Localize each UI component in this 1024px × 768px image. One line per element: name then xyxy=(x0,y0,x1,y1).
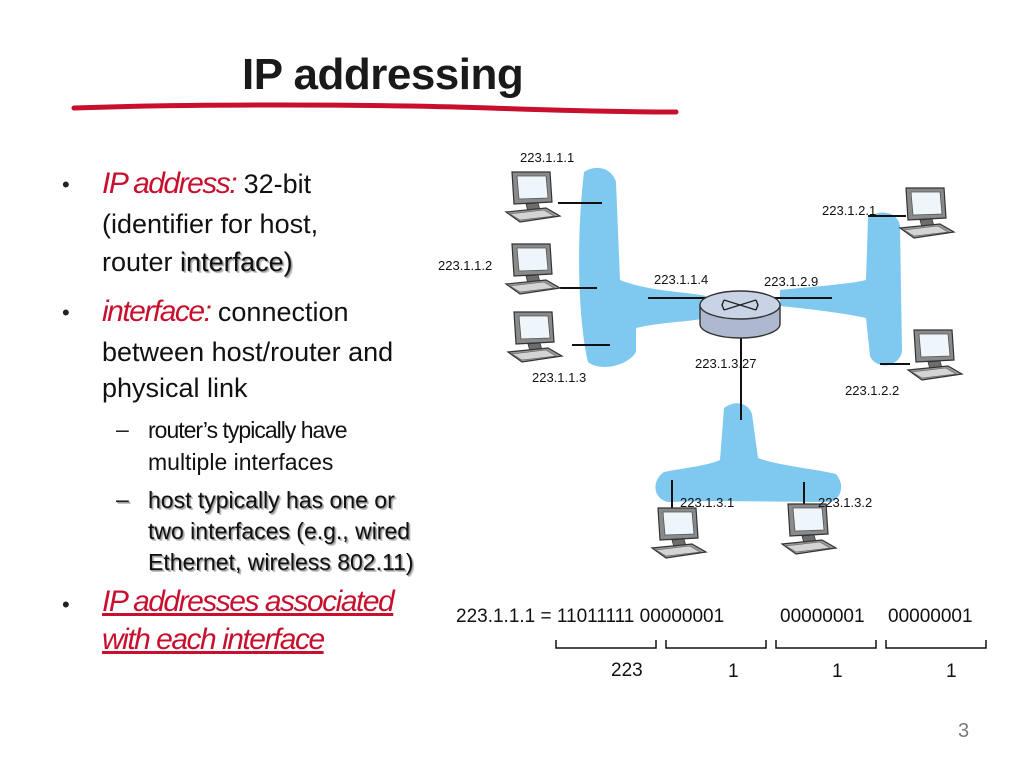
bullet1-line3: router interface) xyxy=(102,244,293,280)
bracket-octet-3 xyxy=(775,640,877,649)
bullet-dot: • xyxy=(62,172,70,197)
bullet2-text: connection xyxy=(210,297,349,327)
bullet-dot: • xyxy=(62,592,70,617)
bracket-octet-4 xyxy=(885,640,987,649)
bullet1-interface-word: interface) xyxy=(180,247,293,277)
subnet-223-1-3-blob xyxy=(655,403,842,502)
host-223-1-3-1-icon xyxy=(651,507,707,559)
sub2-line2: two interfaces (e.g., wired xyxy=(148,518,411,544)
bullet3-line2: with each interface xyxy=(102,623,325,656)
bracket-octet-1 xyxy=(555,640,657,649)
host-223-1-1-3-icon xyxy=(507,311,563,363)
label-223-1-1-4: 223.1.1.4 xyxy=(654,272,709,287)
sub1-line1: router’s typically have xyxy=(148,417,348,443)
binary-equation: 223.1.1.1 = 11011111 00000001 xyxy=(456,606,725,627)
bullet-interface: interface: connection xyxy=(102,294,349,330)
bullet-ip-address: IP address: 32-bit xyxy=(102,166,311,202)
label-223-1-3-1: 223.1.3.1 xyxy=(680,495,735,510)
bullet1-text: 32-bit xyxy=(236,169,312,199)
bullet-dot: • xyxy=(62,300,70,325)
label-223-1-2-2: 223.1.2.2 xyxy=(845,383,900,398)
host-223-1-2-1-icon xyxy=(899,187,955,239)
octet-value-3: 1 xyxy=(832,661,843,682)
label-223-1-2-1: 223.1.2.1 xyxy=(822,203,877,218)
octet-value-1: 223 xyxy=(611,660,643,681)
label-223-1-3-2: 223.1.3.2 xyxy=(818,495,873,510)
bullet3-line1: IP addresses associated xyxy=(102,585,395,618)
label-223-1-1-3: 223.1.1.3 xyxy=(532,370,587,385)
term-interface: interface: xyxy=(102,295,212,328)
title-underline xyxy=(71,102,679,115)
slide-title: IP addressing xyxy=(242,50,524,99)
bracket-octet-2 xyxy=(665,640,767,649)
binary-octet-4: 00000001 xyxy=(888,606,973,627)
host-223-1-3-2-icon xyxy=(781,503,837,555)
label-223-1-3-27: 223.1.3.27 xyxy=(695,356,757,371)
router-icon xyxy=(699,290,781,339)
bullet1-line2: (identifier for host, xyxy=(102,209,319,239)
sub2-line3: Ethernet, wireless 802.11) xyxy=(148,549,414,575)
binary-octet-3: 00000001 xyxy=(780,606,865,627)
octet-value-2: 1 xyxy=(728,661,739,682)
label-223-1-2-9: 223.1.2.9 xyxy=(764,274,819,289)
page-number: 3 xyxy=(958,720,970,742)
sub-dash: – xyxy=(116,416,129,442)
host-223-1-2-2-icon xyxy=(907,329,963,381)
sub-dash: – xyxy=(116,486,129,512)
subnet-223-1-1-blob xyxy=(579,167,706,367)
label-223-1-1-1: 223.1.1.1 xyxy=(520,150,575,165)
host-223-1-1-2-icon xyxy=(505,243,561,295)
term-ip-address: IP address: xyxy=(102,167,238,200)
sub2-line1: host typically has one or xyxy=(148,487,395,513)
octet-value-4: 1 xyxy=(946,661,957,682)
subnet-223-1-2-blob xyxy=(780,212,902,366)
bullet2-line2: between host/router and xyxy=(102,337,394,367)
label-223-1-1-2: 223.1.1.2 xyxy=(438,258,493,273)
bullet1-line3a: router xyxy=(102,247,181,277)
host-223-1-1-1-icon xyxy=(505,171,561,223)
bullet2-line3: physical link xyxy=(102,373,248,403)
sub1-line2: multiple interfaces xyxy=(148,449,334,475)
